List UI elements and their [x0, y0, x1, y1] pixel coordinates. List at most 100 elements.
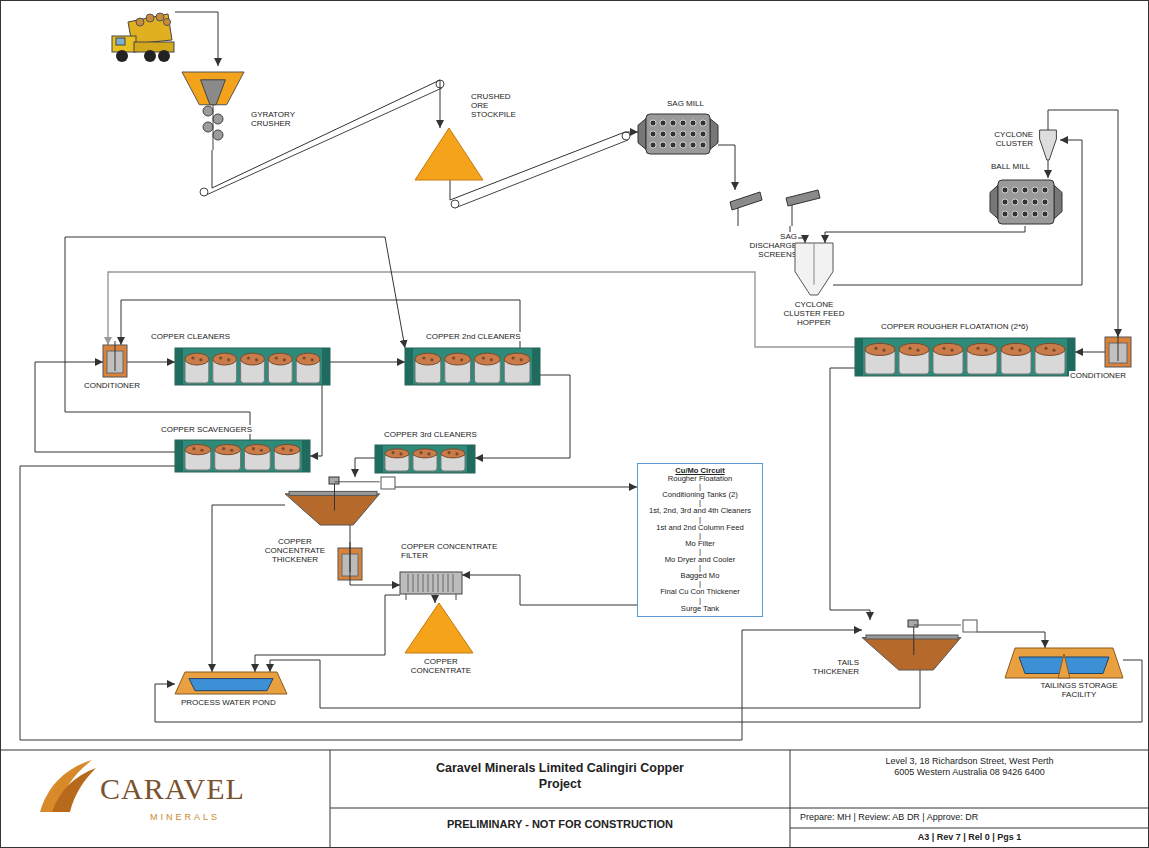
- equipment-label: COPPER CLEANERS: [150, 332, 231, 341]
- equipment-icon: [405, 348, 540, 385]
- equipment-icon: [1105, 337, 1131, 367]
- equipment-icon: [700, 131, 706, 137]
- equipment-node: COPPER 2nd CLEANERS: [405, 348, 540, 385]
- equipment-icon: [285, 477, 395, 525]
- equipment-node: SAG DISCHARGE SCREENS: [728, 190, 823, 226]
- equipment-label: CYCLONE CLUSTER: [988, 130, 1034, 148]
- equipment-icon: [1012, 199, 1018, 205]
- equipment-icon: [1018, 349, 1021, 352]
- equipment-node: COPPER CONCENTRATE THICKENER: [285, 477, 395, 525]
- haul-truck: [136, 18, 144, 26]
- flow-line: [450, 132, 638, 200]
- equipment-icon: [967, 343, 997, 355]
- box-line: Bagged Mo: [640, 572, 760, 580]
- equipment-icon: [282, 447, 285, 450]
- equipment-icon: [175, 348, 183, 385]
- equipment-icon: [990, 180, 1062, 224]
- logo-swoosh: [52, 768, 96, 812]
- equipment-label: GYRATORY CRUSHER: [250, 110, 312, 128]
- box-line: Conditioning Tanks (2): [640, 491, 760, 499]
- equipment-icon: [456, 594, 457, 600]
- equipment-icon: [427, 452, 430, 455]
- haul-truck: [156, 13, 164, 21]
- equipment-label: CONDITIONER: [1069, 371, 1127, 380]
- flow-line: [825, 226, 1025, 243]
- box-line: |: [640, 564, 760, 572]
- haul-truck: [146, 14, 154, 22]
- equipment-label: TAILS THICKENER: [800, 658, 860, 676]
- equipment-icon: [855, 338, 1075, 376]
- equipment-label: COPPER 2nd CLEANERS: [425, 332, 522, 341]
- equipment-icon: [942, 347, 945, 350]
- equipment-icon: [302, 440, 310, 472]
- equipment-icon: [405, 603, 473, 653]
- equipment-icon: [1042, 187, 1048, 193]
- equipment-node: TAILINGS STORAGE FACILITY: [1005, 648, 1123, 678]
- equipment-icon: [1040, 130, 1057, 160]
- conveyor: [455, 140, 628, 208]
- equipment-icon: [638, 114, 718, 154]
- equipment-icon: [1032, 211, 1038, 217]
- equipment-icon: [182, 72, 244, 150]
- equipment-icon: [260, 449, 263, 452]
- title-block: [790, 750, 791, 848]
- equipment-label: COPPER CONCENTRATE FILTER: [400, 542, 502, 560]
- haul-truck: [112, 36, 136, 52]
- equipment-icon: [413, 449, 437, 458]
- equipment-icon: [448, 574, 449, 592]
- equipment-icon: [1040, 130, 1057, 160]
- equipment-label: PROCESS WATER POND: [180, 698, 277, 707]
- equipment-icon: [175, 348, 330, 385]
- equipment-icon: [230, 449, 233, 452]
- equipment-icon: [1032, 199, 1038, 205]
- equipment-icon: [1002, 187, 1008, 193]
- equipment-node: GYRATORY CRUSHER: [182, 72, 244, 150]
- flow-line: [212, 505, 285, 672]
- equipment-icon: [441, 449, 465, 458]
- equipment-icon: [175, 440, 183, 472]
- circuit-box: Cu/Mo CircuitRougher Floatation|Conditio…: [637, 463, 763, 617]
- equipment-icon: [203, 122, 213, 132]
- equipment-icon: [738, 208, 739, 226]
- equipment-icon: [990, 178, 1062, 226]
- flow-line: [435, 600, 436, 603]
- equipment-node: SAG MILL: [638, 112, 718, 156]
- equipment-icon: [680, 131, 686, 137]
- equipment-node: COPPER CONCENTRATE FILTER: [400, 568, 462, 600]
- flow-line: [350, 525, 400, 585]
- equipment-icon: [1054, 185, 1062, 219]
- equipment-icon: [200, 449, 203, 452]
- equipment-icon: [520, 358, 523, 361]
- equipment-icon: [862, 638, 961, 671]
- equipment-icon: [415, 128, 483, 180]
- flow-line: [108, 272, 855, 347]
- equipment-icon: [1052, 349, 1055, 352]
- equipment-icon: [730, 192, 762, 210]
- equipment-icon: [115, 341, 116, 371]
- equipment-icon: [680, 120, 686, 126]
- equipment-icon: [1022, 199, 1028, 205]
- equipment-icon: [385, 449, 409, 458]
- equipment-icon: [445, 353, 471, 365]
- flow-line: [830, 368, 870, 620]
- box-line: 1st and 2nd Column Feed: [640, 524, 760, 532]
- flow-line: [355, 458, 375, 477]
- equipment-label: COPPER CONCENTRATE: [407, 657, 475, 675]
- flow-line: [833, 140, 1082, 285]
- flow-line: [1048, 160, 1049, 178]
- equipment-icon: [1005, 648, 1123, 678]
- box-heading: Cu/Mo Circuit: [640, 467, 760, 475]
- box-line: Final Cu Con Thickener: [640, 588, 760, 596]
- title-block: [330, 808, 1149, 809]
- equipment-icon: [213, 114, 223, 124]
- flow-line: [330, 362, 405, 363]
- equipment-label: COPPER CONCENTRATE THICKENER: [260, 537, 330, 565]
- equipment-icon: [241, 353, 265, 365]
- equipment-icon: [255, 358, 258, 361]
- equipment-icon: [391, 451, 394, 454]
- equipment-label: SAG MILL: [666, 99, 705, 108]
- equipment-icon: [933, 343, 963, 355]
- haul-truck: [134, 42, 174, 52]
- box-line: |: [640, 597, 760, 605]
